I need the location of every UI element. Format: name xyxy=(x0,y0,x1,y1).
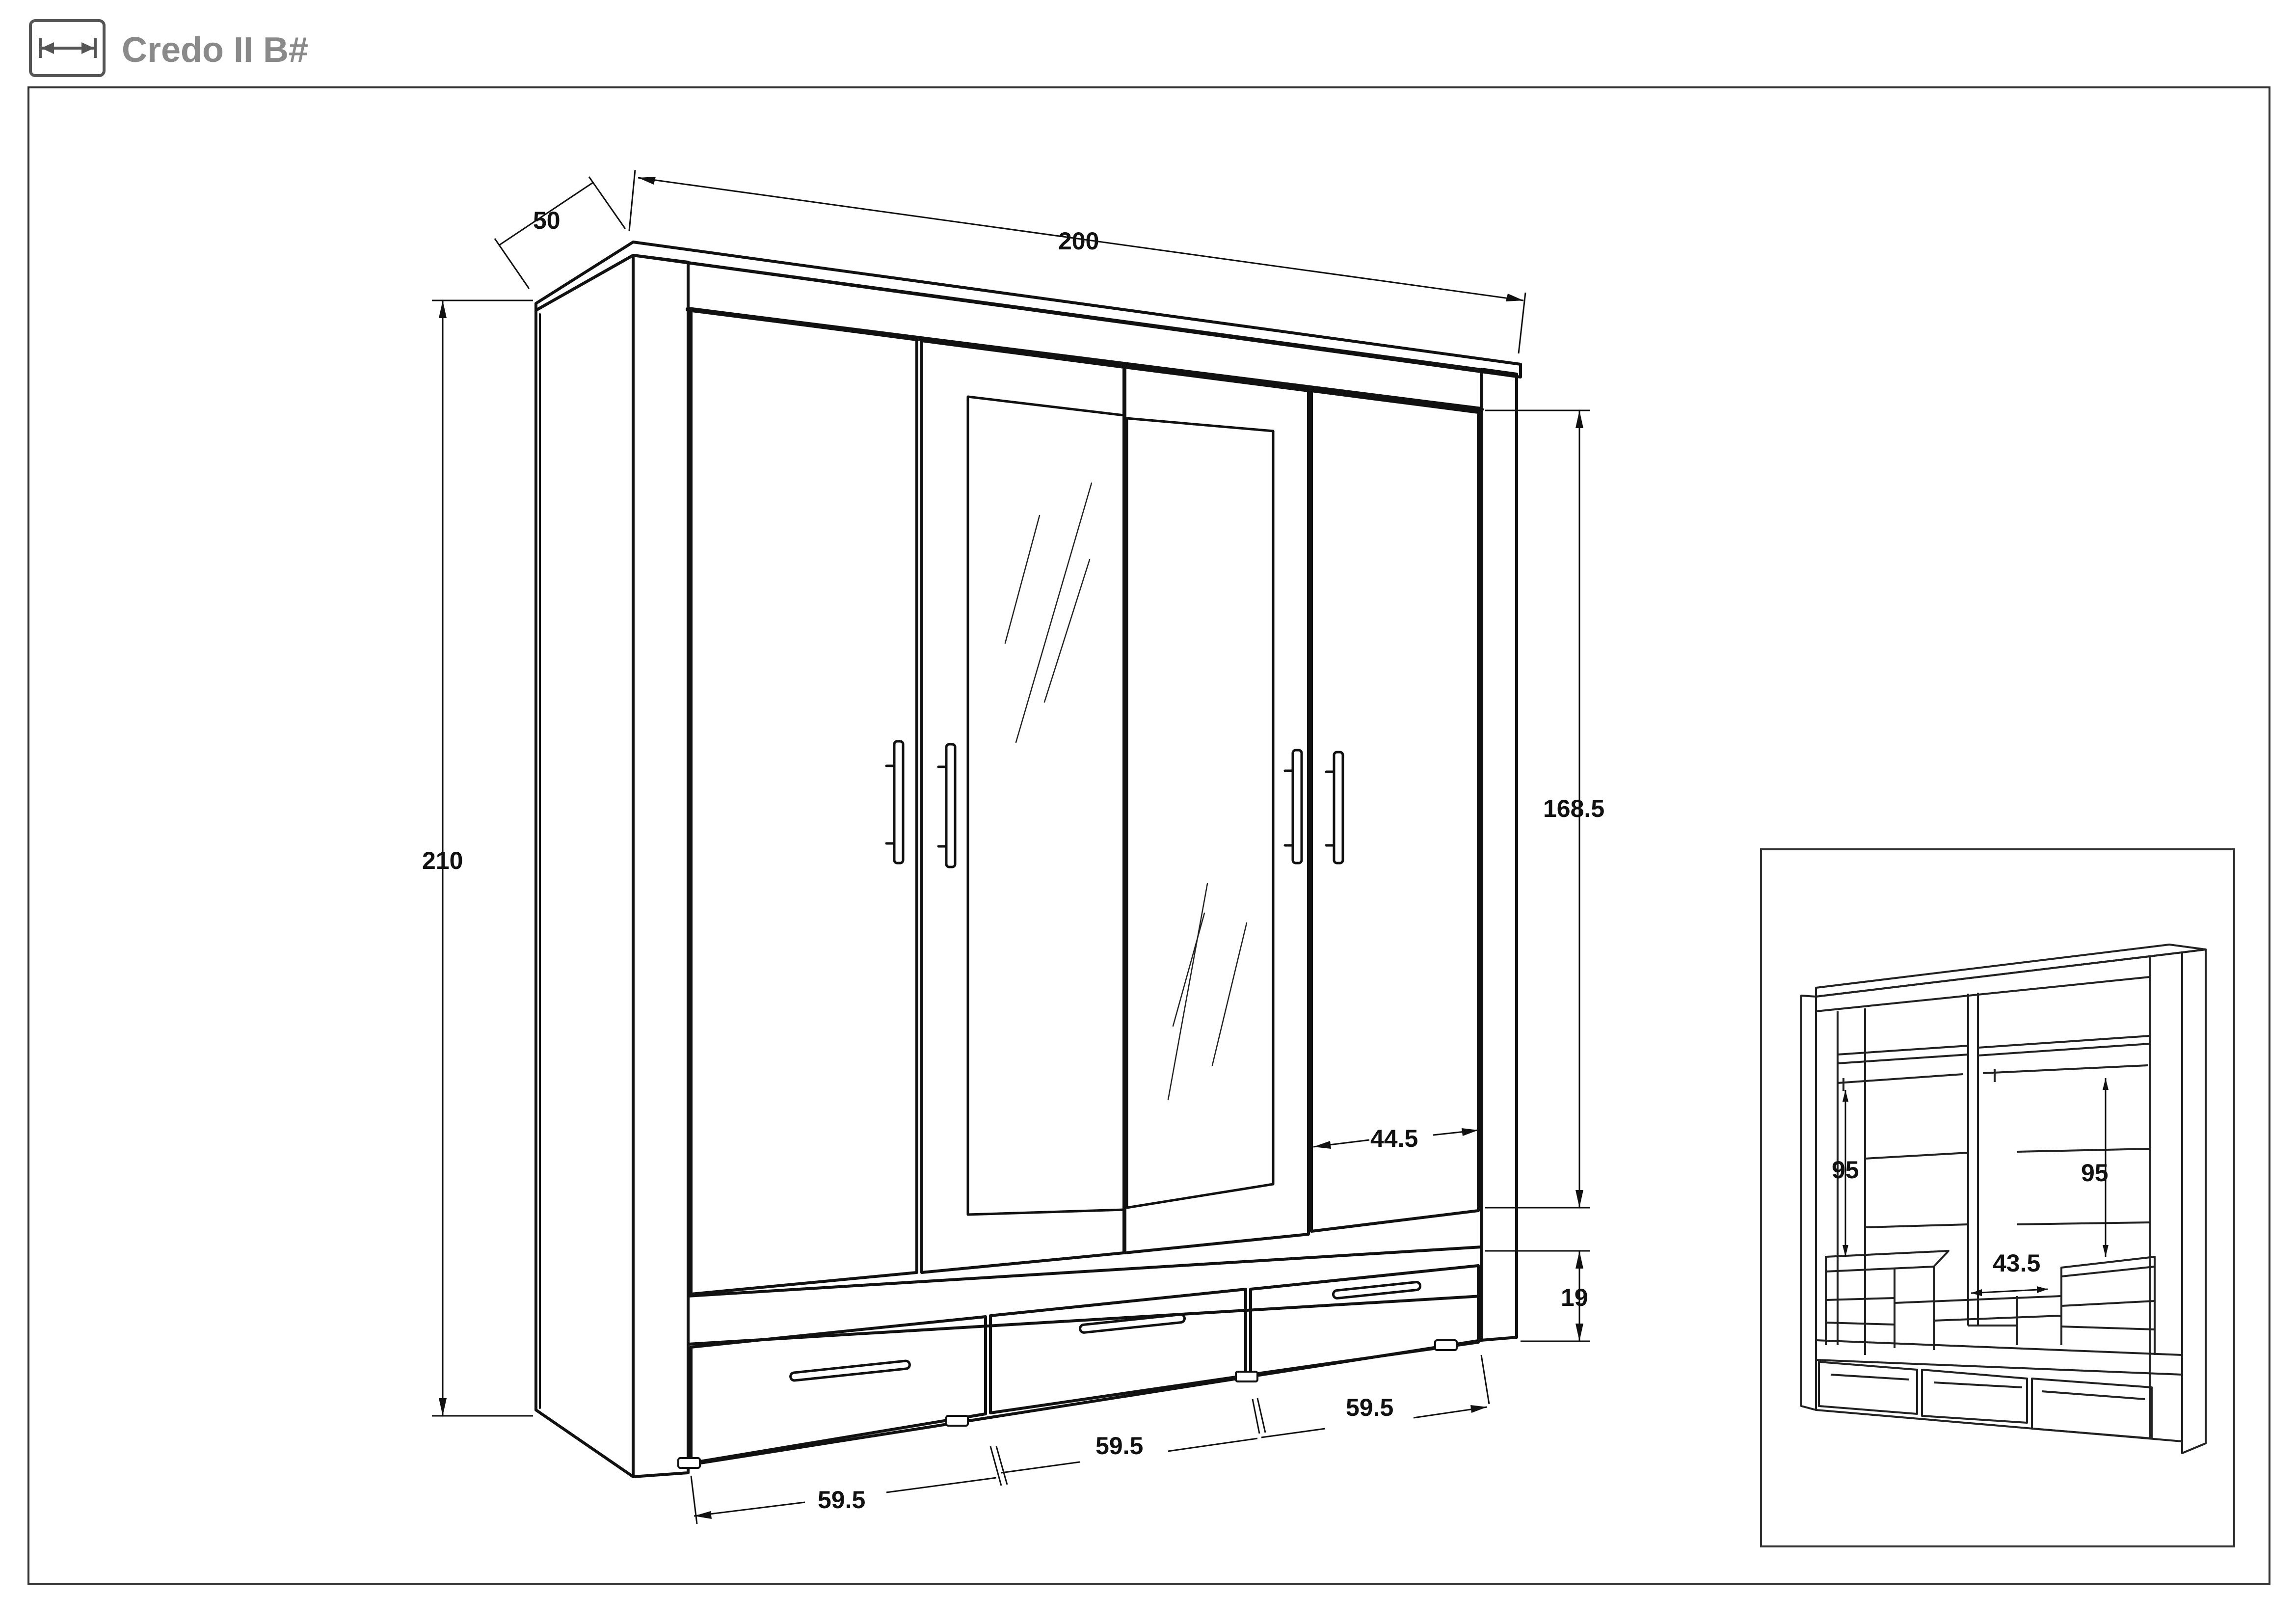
dim-drawer-left-label: 59.5 xyxy=(818,1486,865,1514)
dim-height-label: 210 xyxy=(422,847,463,874)
dim-left-hanging-label: 95 xyxy=(1832,1156,1859,1184)
drawer-middle xyxy=(989,1288,1247,1414)
dim-door-width-label: 44.5 xyxy=(1370,1125,1418,1152)
dim-right-hanging-label: 95 xyxy=(2081,1159,2109,1187)
header: Credo II B# xyxy=(29,19,308,77)
dim-drawer-height-label: 19 xyxy=(1561,1284,1588,1311)
drawer-handle xyxy=(1332,1281,1422,1299)
door-handle xyxy=(885,740,905,865)
door-handle xyxy=(937,743,957,868)
drawer-right xyxy=(1249,1264,1480,1376)
door-handle xyxy=(1283,749,1303,865)
dim-drawer-right-label: 59.5 xyxy=(1346,1394,1393,1421)
interior-inset-view: 95 95 43.5 xyxy=(1760,848,2235,1547)
drawer-left xyxy=(690,1315,987,1464)
drawer-handle xyxy=(1079,1313,1186,1334)
drawer-handle xyxy=(789,1359,911,1382)
dim-door-height-label: 168.5 xyxy=(1543,795,1604,822)
dim-drawer-middle-label: 59.5 xyxy=(1095,1432,1143,1460)
dim-shelf-width-label: 43.5 xyxy=(1993,1249,2040,1277)
outer-frame xyxy=(27,86,2270,1585)
wardrobe-main-view xyxy=(534,241,1522,1478)
dim-depth-label: 50 xyxy=(533,207,561,234)
door-handle xyxy=(1325,751,1344,865)
dim-width-label: 200 xyxy=(1058,227,1099,255)
page-title: Credo II B# xyxy=(122,30,308,70)
dimension-lines xyxy=(432,169,1590,1524)
inset-frame xyxy=(1760,848,2235,1547)
dimension-arrow-icon xyxy=(29,19,106,77)
